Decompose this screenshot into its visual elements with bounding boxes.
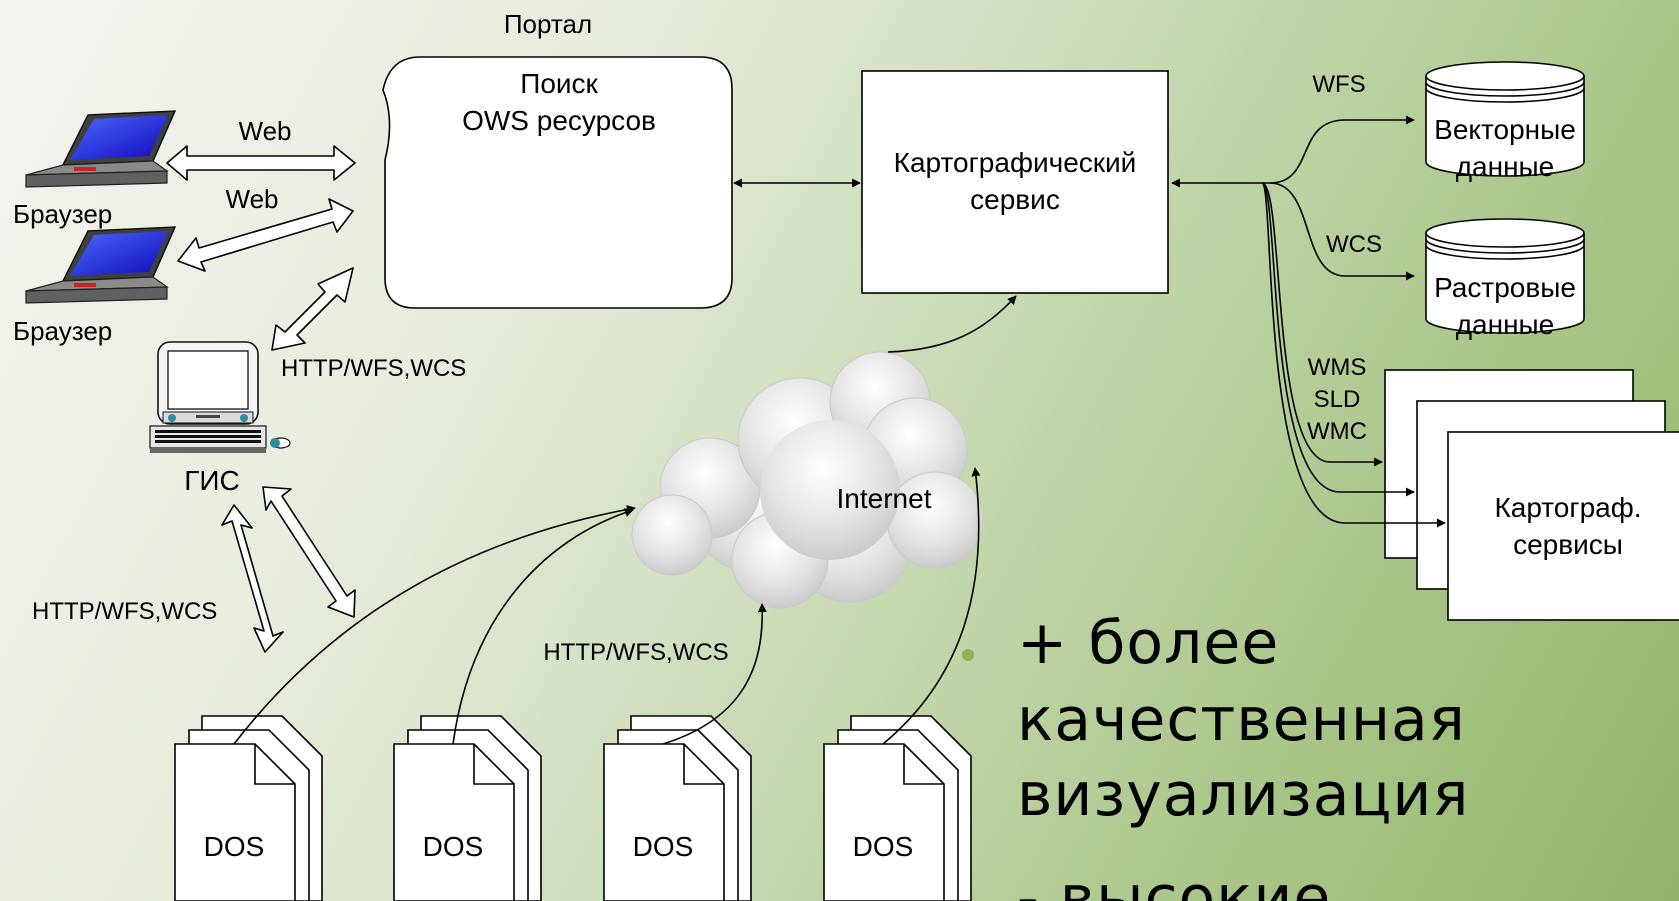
internet-cloud — [631, 351, 984, 609]
browser-1-label: Браузер — [13, 199, 112, 229]
bullet-dot-icon — [962, 649, 974, 661]
wmc-label: WMC — [1307, 418, 1367, 445]
bullet-next-partial: - высокие — [1017, 863, 1331, 901]
laptop-icon — [25, 110, 177, 188]
map-services-label-1: Картограф. — [1494, 492, 1641, 523]
vector-data-cylinder-icon — [1425, 61, 1585, 177]
web-2-label: Web — [226, 184, 279, 214]
cartographic-service-box — [861, 70, 1169, 294]
gis-label: ГИС — [184, 465, 240, 496]
dos-node: DOS — [823, 715, 972, 901]
gis-dos-protocol-label: HTTP/WFS,WCS — [32, 598, 217, 625]
internet-label: Internet — [837, 483, 932, 514]
portal-title: Портал — [504, 9, 592, 39]
dos-protocol-label: HTTP/WFS,WCS — [543, 639, 728, 666]
dos-cloud-connectors — [233, 467, 981, 745]
service-data-connectors — [1171, 115, 1446, 528]
gis-dos-arrow-1 — [221, 504, 284, 653]
map-services-label-2: сервисы — [1513, 529, 1623, 560]
vector-data-label-1: Векторные — [1434, 114, 1576, 145]
bullet-line-2: качественная — [1017, 685, 1466, 755]
wms-label: WMS — [1308, 354, 1367, 381]
dos-node: DOS — [603, 715, 752, 901]
vector-data-label-2: данные — [1456, 151, 1555, 182]
dos-label: DOS — [853, 831, 914, 862]
portal-box — [382, 56, 733, 309]
web-1-label: Web — [239, 116, 292, 146]
cartographic-service-label-2: сервис — [970, 184, 1060, 215]
wfs-label: WFS — [1312, 71, 1365, 98]
raster-data-label-2: данные — [1456, 309, 1555, 340]
sld-label: SLD — [1314, 386, 1361, 413]
dos-label: DOS — [633, 831, 694, 862]
web-arrow-1 — [166, 145, 356, 181]
gis-dos-arrow-2 — [262, 486, 356, 618]
laptop-icon — [25, 226, 177, 304]
dos-label: DOS — [204, 831, 265, 862]
desktop-computer-icon — [149, 341, 291, 453]
bullet-line-3: визуализация — [1017, 760, 1469, 830]
wcs-label: WCS — [1326, 231, 1382, 258]
raster-data-label-1: Растровые — [1434, 272, 1576, 303]
bullet-line-1: + более — [1017, 608, 1279, 678]
dos-label: DOS — [423, 831, 484, 862]
browser-2-label: Браузер — [13, 316, 112, 346]
raster-data-cylinder-icon — [1425, 218, 1585, 334]
dos-node: DOS — [174, 715, 323, 901]
portal-ows-label: OWS ресурсов — [462, 105, 656, 136]
dos-node: DOS — [393, 715, 542, 901]
web-arrow-2 — [177, 198, 354, 272]
map-service-card-front — [1447, 431, 1679, 621]
cloud-service-connector — [887, 295, 1017, 353]
portal-search-label: Поиск — [520, 68, 598, 99]
gis-protocol-label: HTTP/WFS,WCS — [281, 355, 466, 382]
gis-portal-arrow — [271, 267, 354, 351]
cartographic-service-label-1: Картографический — [894, 147, 1137, 178]
